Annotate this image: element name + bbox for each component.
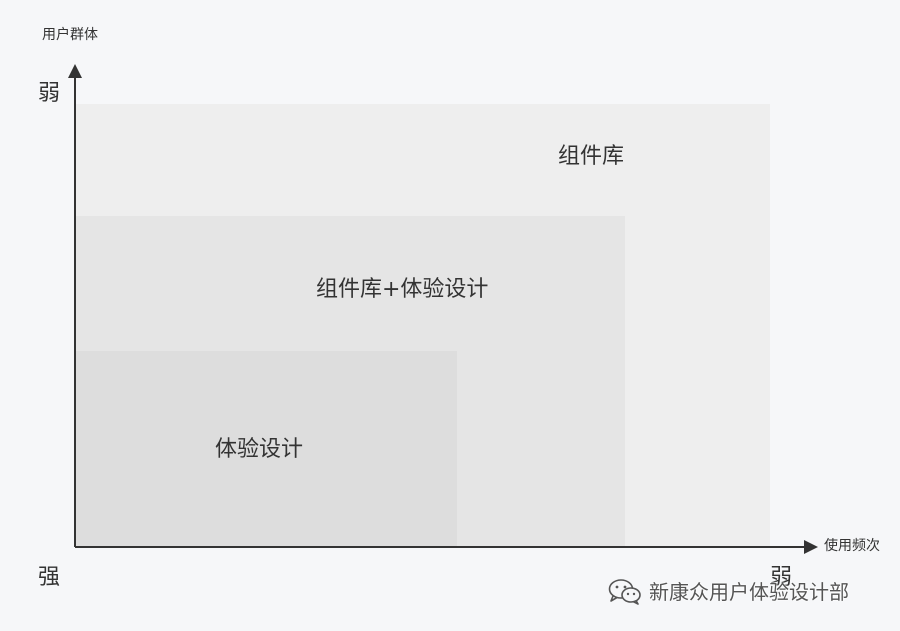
wechat-icon [607,578,643,606]
watermark: 新康众用户体验设计部 [607,578,849,606]
x-axis-right-label: 弱 [770,565,793,590]
y-axis-title: 用户群体 [42,27,98,43]
y-axis-top-label: 弱 [38,81,61,106]
y-axis-arrow [68,64,82,78]
watermark-text: 新康众用户体验设计部 [649,580,849,604]
region-label-inner: 体验设计 [215,437,304,462]
origin-label: 强 [38,565,61,590]
x-axis-arrow [804,540,818,554]
region-label-outer: 组件库 [558,144,625,169]
region-experience-design [75,351,457,547]
region-label-middle: 组件库+体验设计 [316,277,489,302]
x-axis-title: 使用频次 [824,538,880,554]
